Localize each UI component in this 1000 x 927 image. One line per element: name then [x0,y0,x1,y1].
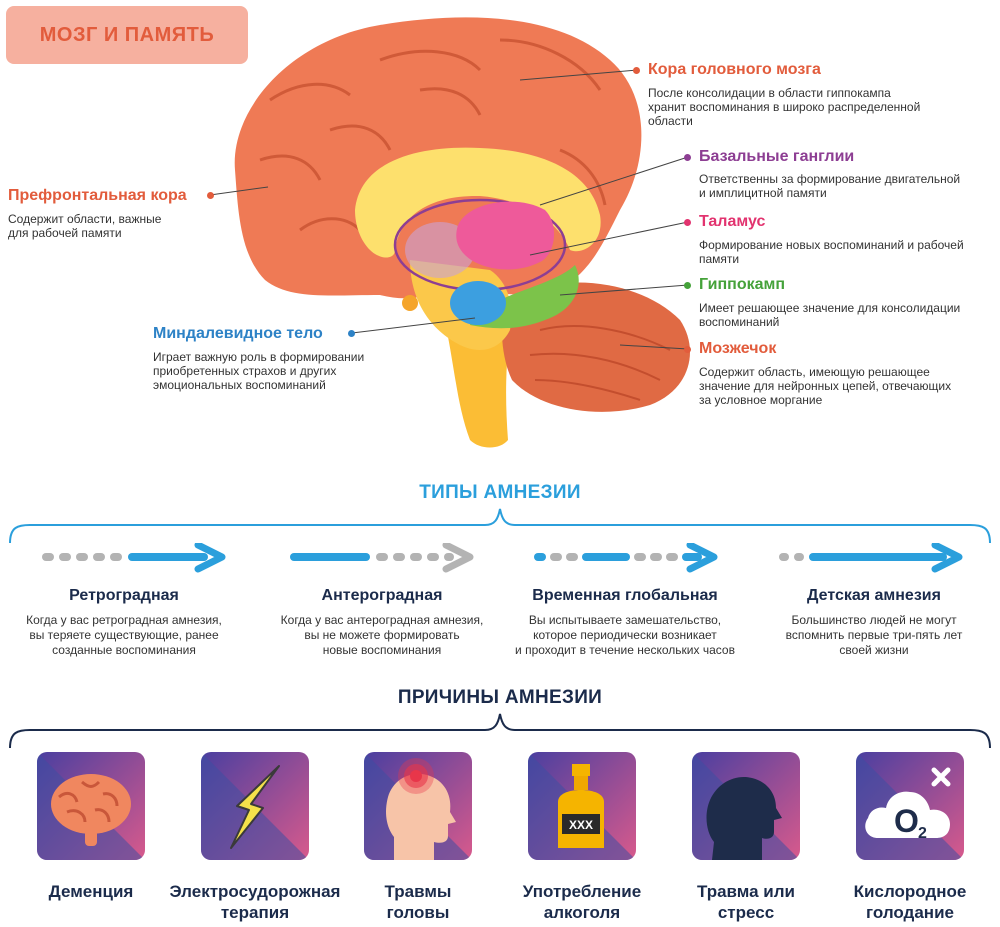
type-title: Ретроградная [69,587,179,604]
childhood-arrow [779,543,963,573]
thalamus-label: Таламус [699,213,766,230]
hippocampus-desc: Имеет решающее значение для консолидации… [699,301,961,329]
type-title: Временная глобальная [532,587,718,604]
causes-bracket [9,713,991,749]
basal-dot [684,154,691,161]
type-childhood: Детская амнезия Большинство людей не мог… [764,587,984,658]
brain-illustration [209,17,690,448]
cortex-label: Кора головного мозга [648,61,821,78]
bottle-icon: XXX [528,752,636,860]
type-transient-global: Временная глобальная Вы испытываете заме… [515,587,735,658]
amygdala-shape [450,281,506,325]
transient-arrow [534,543,718,573]
cerebellum-dot [684,346,691,353]
anterograde-arrow [290,543,474,573]
types-bracket [9,508,991,544]
bottle-label: XXX [569,818,593,832]
cause-dementia-label: Деменция [48,882,134,901]
thalamus-dot [684,219,691,226]
inner-limbic [355,147,601,258]
thalamus-shape [456,201,555,270]
lightning-icon [201,752,309,860]
type-title: Антероградная [321,587,443,604]
basal-ganglia-desc: Ответственны за формирование двигательно… [699,172,961,200]
title-badge: МОЗГ И ПАМЯТЬ [6,6,248,64]
thalamus-desc: Формирование новых воспоминаний и рабоче… [699,238,964,266]
o2-main: O [894,803,919,839]
basal-ganglia-label: Базальные ганглии [699,148,855,165]
type-desc: Вы испытываете замешательство,которое пе… [515,613,735,657]
cortex-dot [633,67,640,74]
page-title: МОЗГ И ПАМЯТЬ [39,23,215,46]
prefrontal-dot [207,192,214,199]
type-desc: Когда у вас ретроградная амнезия,вы теря… [26,613,222,657]
head-silhouette-icon [692,752,800,860]
type-desc: Когда у вас антероградная амнезия,вы не … [280,613,484,657]
prefrontal-label: Префронтальная кора [8,187,187,204]
amygdala-dot [348,330,355,337]
hippocampus-dot [684,282,691,289]
types-title: ТИПЫ АМНЕЗИИ [419,482,581,503]
amygdala-label: Миндалевидное тело [153,325,323,342]
hippocampus-label: Гиппокамп [699,276,786,293]
type-anterograde: Антероградная Когда у вас антероградная … [272,587,492,658]
cerebellum-label: Мозжечок [699,340,777,357]
o2-sub: 2 [918,825,927,842]
head-injury-icon [364,752,472,860]
oxygen-cloud-icon: O 2 [856,752,964,860]
retrograde-arrow [42,543,226,573]
type-retrograde: Ретроградная Когда у вас ретроградная ам… [14,587,234,658]
type-title: Детская амнезия [807,587,941,604]
brain-icon [37,752,145,860]
causes-title: ПРИЧИНЫ АМНЕЗИИ [397,687,603,708]
